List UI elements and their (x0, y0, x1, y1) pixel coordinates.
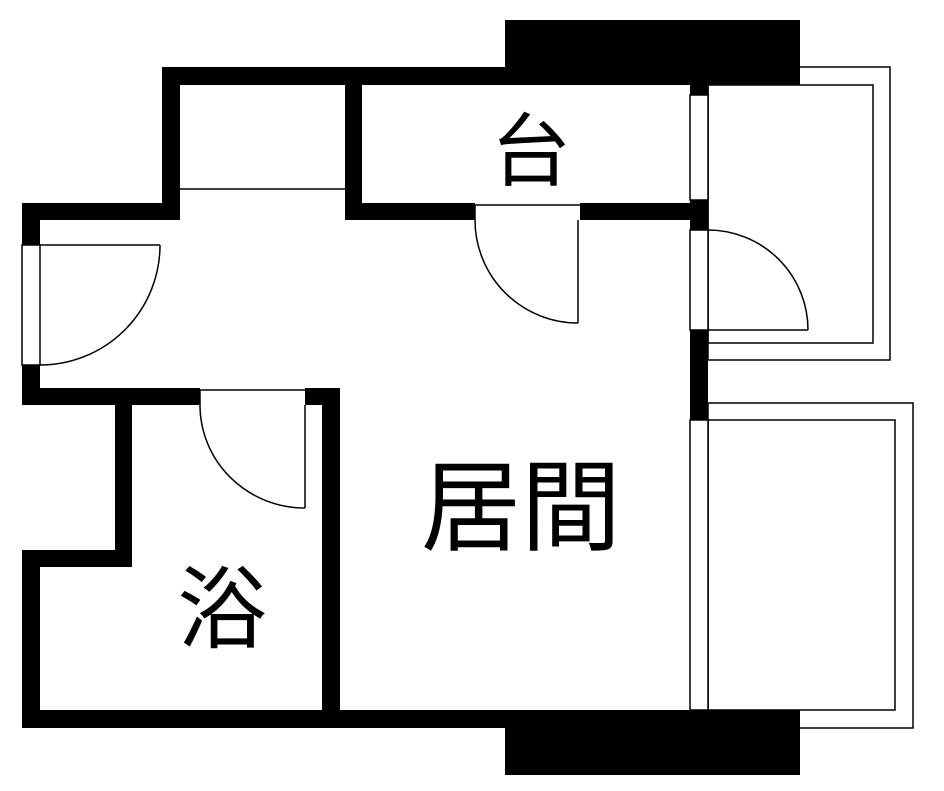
window-living (689, 419, 709, 711)
balcony-upper (707, 66, 891, 361)
door-balcony (707, 229, 809, 331)
door-kitchen (474, 219, 579, 324)
window-balcony-door (689, 229, 709, 331)
room-label-bath: 浴 (177, 558, 267, 663)
windows (21, 94, 709, 711)
balcony-lower (707, 402, 914, 729)
door-bath (199, 404, 306, 509)
door-entrance (39, 244, 161, 366)
window-entrance (21, 244, 41, 366)
window-kitchen (689, 94, 709, 201)
room-label-living: 居間 (421, 450, 621, 567)
room-label-kitchen: 台 (491, 106, 571, 199)
thin-lines (180, 188, 580, 405)
walls (22, 20, 800, 775)
